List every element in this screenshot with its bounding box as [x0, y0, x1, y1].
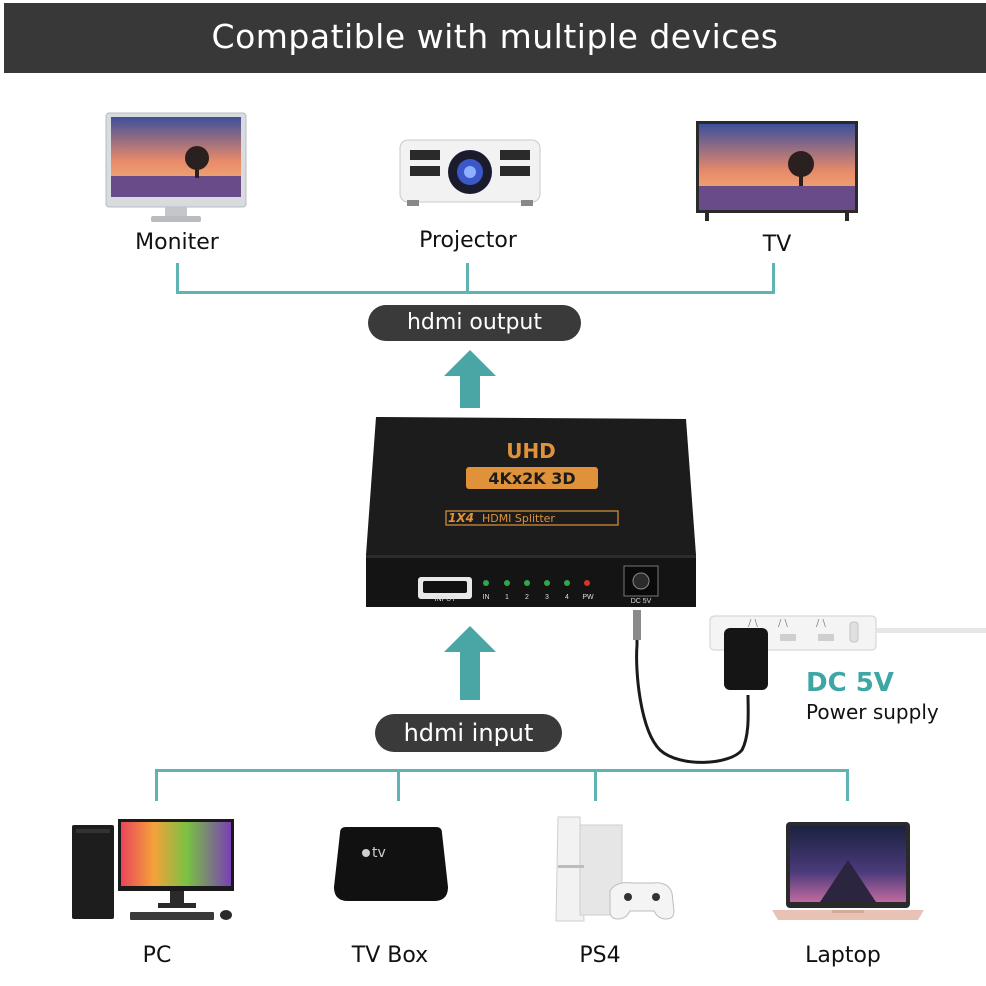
input-label-ps4: PS4 — [579, 943, 621, 968]
splitter-badge-res: 4Kx2K 3D — [488, 469, 576, 488]
output-label-projector: Projector — [419, 228, 517, 253]
led-label: PW — [582, 594, 594, 601]
hdmi-output-pill: hdmi output — [368, 305, 581, 341]
laptop-image — [770, 820, 926, 929]
svg-text:/ \: / \ — [748, 618, 759, 629]
connector-line — [846, 769, 849, 801]
svg-text:/ \: / \ — [816, 618, 827, 629]
pc-image — [70, 815, 238, 930]
led-label: 2 — [525, 594, 529, 601]
input-label-pc: PC — [142, 943, 172, 968]
splitter-model-num: 1X4 — [448, 511, 474, 525]
output-label-monitor: Moniter — [135, 230, 219, 255]
led-label: 1 — [505, 594, 509, 601]
monitor-image — [105, 112, 247, 229]
connector-line — [176, 291, 775, 294]
port-label-input: INPUT — [434, 596, 456, 603]
page-title: Compatible with multiple devices — [211, 17, 779, 56]
header-banner: Compatible with multiple devices — [4, 3, 986, 73]
connector-line — [397, 769, 400, 801]
connector-line — [176, 263, 179, 293]
connector-line — [772, 263, 775, 293]
hdmi-splitter-image: UHD 4Kx2K 3D 1X4 HDMI Splitter INPUT IN … — [366, 415, 696, 615]
tv-image — [695, 120, 859, 229]
input-label-tvbox: TV Box — [351, 943, 429, 968]
led-label: 3 — [545, 594, 549, 601]
connector-line — [466, 263, 469, 293]
input-label-laptop: Laptop — [805, 943, 881, 968]
ps4-image — [552, 815, 676, 932]
projector-image — [395, 130, 545, 215]
power-cable-image: / \ / \ / \ — [620, 600, 986, 775]
led-label: IN — [482, 594, 490, 601]
splitter-badge-uhd: UHD — [506, 439, 556, 463]
power-subtitle: Power supply — [806, 700, 939, 724]
svg-text:tv: tv — [372, 845, 386, 861]
arrow-up-icon — [444, 350, 496, 413]
connector-line — [155, 769, 849, 772]
connector-line — [594, 769, 597, 801]
port-label-dc: DC 5V — [630, 598, 652, 605]
hdmi-input-pill: hdmi input — [375, 714, 562, 752]
connector-line — [155, 769, 158, 801]
led-label: 4 — [565, 594, 569, 601]
splitter-model-name: HDMI Splitter — [481, 511, 555, 525]
arrow-up-icon — [444, 626, 496, 705]
output-label-tv: TV — [762, 232, 792, 257]
power-title: DC 5V — [806, 668, 894, 698]
tv-box-image: tv — [330, 825, 452, 912]
svg-text:/ \: / \ — [778, 618, 789, 629]
